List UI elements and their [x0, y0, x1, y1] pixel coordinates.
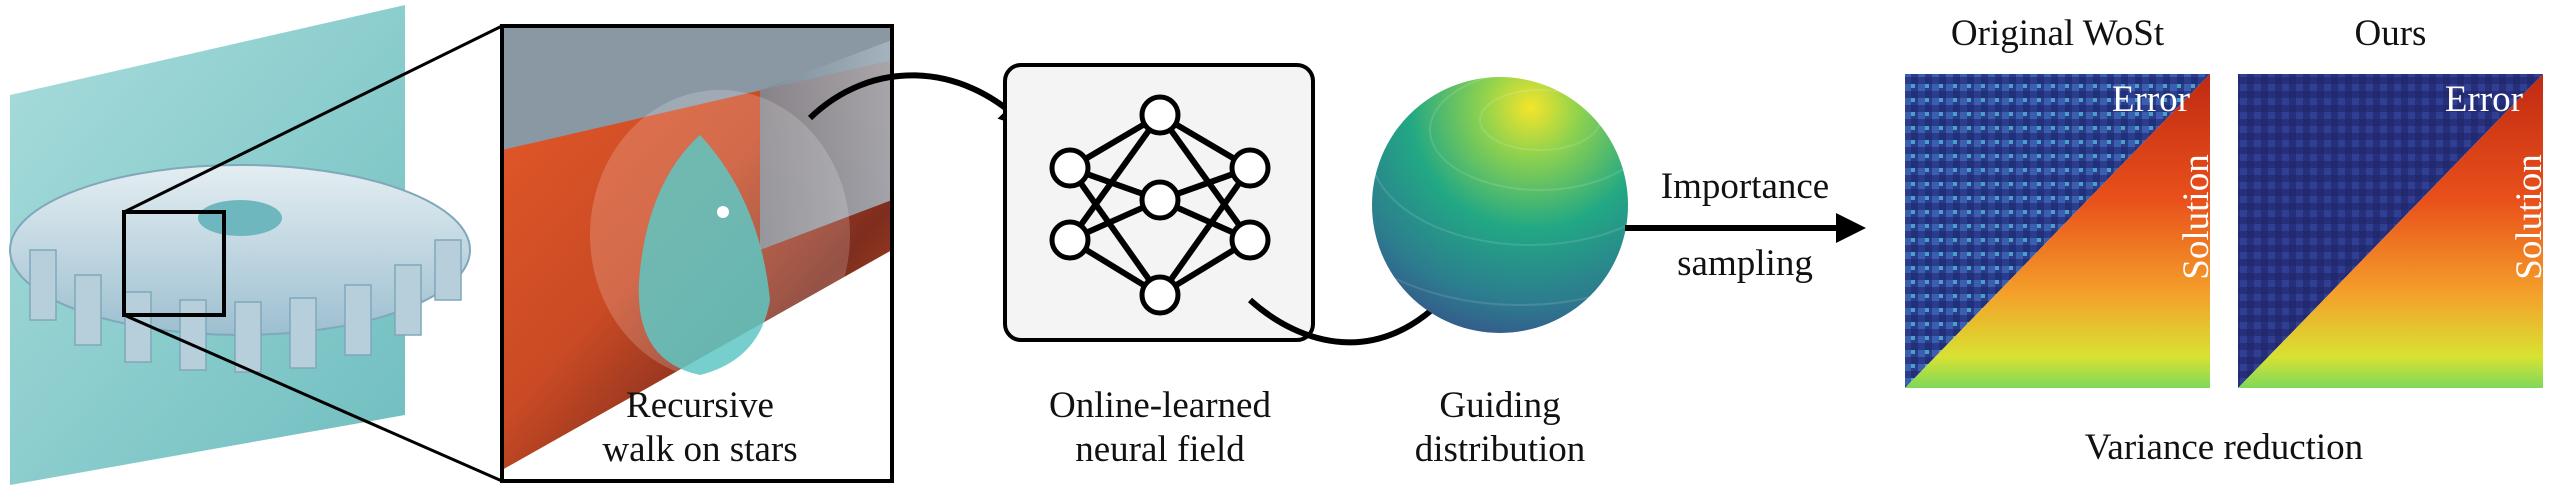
arrow-to-network	[807, 72, 1030, 130]
field-label-line1: Online-learned	[1049, 385, 1271, 426]
arrow-to-sphere	[1247, 287, 1455, 346]
guide-label-line2: distribution	[1414, 429, 1586, 470]
solution-label-ours: Solution	[2509, 154, 2550, 280]
sampling-label-bottom: sampling	[1677, 243, 1813, 284]
query-point	[717, 206, 729, 218]
star-shaped-region	[638, 135, 770, 375]
zoom-line-bottom	[123, 313, 503, 483]
result-panel-original	[1905, 74, 2210, 388]
walk-label: Recursive walk on stars	[560, 384, 840, 472]
result-panel-ours	[2238, 74, 2543, 388]
sphere-icon	[1372, 77, 1628, 333]
error-label-ours: Error	[2444, 79, 2523, 120]
panel-title-ours: Ours	[2354, 13, 2427, 54]
gear-scene-illustration	[9, 5, 503, 485]
walk-label-line2: walk on stars	[602, 429, 798, 470]
sampling-label-top: Importance	[1660, 166, 1830, 207]
guide-label: Guiding distribution	[1370, 384, 1630, 472]
error-label-original: Error	[2111, 79, 2190, 120]
walk-label-line1: Recursive	[626, 385, 774, 426]
gear-hole	[198, 200, 282, 236]
guide-label-line1: Guiding	[1439, 385, 1561, 426]
neural-network-icon	[1003, 63, 1315, 342]
walk-on-stars-zoom	[500, 24, 894, 483]
zoom-line-top	[123, 24, 503, 214]
solution-label-original: Solution	[2176, 154, 2217, 280]
field-label: Online-learned neural field	[995, 384, 1325, 472]
variance-label: Variance reduction	[2084, 427, 2364, 468]
panel-title-original: Original WoSt	[1950, 13, 2165, 54]
gear-teeth	[29, 239, 462, 373]
field-label-line2: neural field	[1075, 429, 1245, 470]
zoom-source-box	[122, 210, 226, 317]
